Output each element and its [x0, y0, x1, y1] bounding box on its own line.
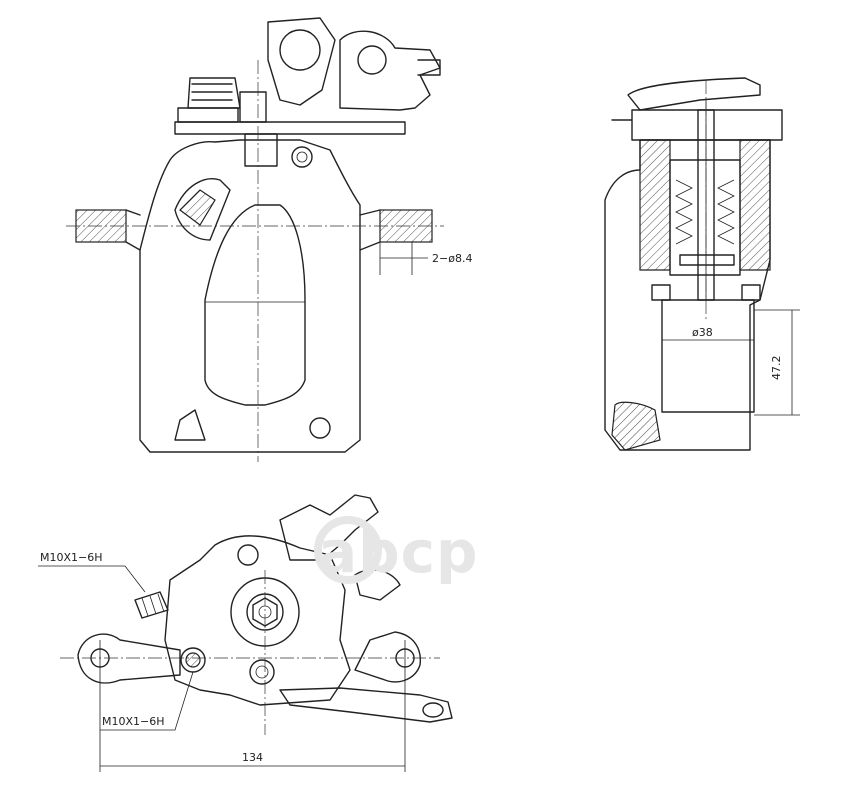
piston-depth-label: 47.2 — [770, 356, 783, 381]
thread-upper-label: M10X1−6H — [40, 551, 103, 564]
overall-width-label: 134 — [242, 751, 263, 764]
thread-lower-label: M10X1−6H — [102, 715, 165, 728]
bottom-view: M10X1−6H M10X1−6H 134 — [38, 494, 453, 772]
front-view: 2−ø8.4 — [66, 17, 472, 462]
watermark: abcp — [314, 516, 479, 586]
side-section-view: ø38 47.2 — [604, 77, 800, 451]
piston-diameter-label: ø38 — [692, 326, 713, 339]
watermark-text: abcp — [318, 518, 479, 586]
hole-dimension-label: 2−ø8.4 — [432, 252, 472, 265]
